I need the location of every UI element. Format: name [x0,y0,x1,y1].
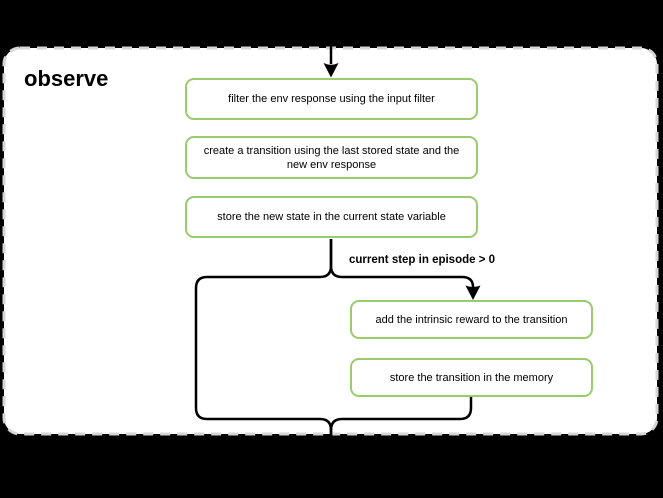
return-flow-line [329,397,473,446]
branch-condition-label: current step in episode > 0 [349,254,496,266]
observe-group-title: observe [24,66,109,91]
node-store-transition: store the transition in the memory [350,358,593,397]
skip-branch-flow-line [194,239,333,446]
node-store-new-state-label: store the new state in the current state… [217,211,446,223]
node-create-transition-label: create a transition using the last store… [203,144,460,171]
node-store-transition-label: store the transition in the memory [389,371,554,384]
node-create-transition: create a transition using the last store… [185,136,478,179]
node-filter-env-response: filter the env response using the input … [185,78,478,120]
entry-arrow-down-icon [323,63,339,78]
conditional-branch-arrow-down-icon [465,285,481,300]
node-add-intrinsic-reward: add the intrinsic reward to the transiti… [350,300,593,339]
node-store-new-state: store the new state in the current state… [185,196,478,238]
node-filter-env-response-label: filter the env response using the input … [228,93,435,105]
node-add-intrinsic-reward-label: add the intrinsic reward to the transiti… [375,313,568,326]
